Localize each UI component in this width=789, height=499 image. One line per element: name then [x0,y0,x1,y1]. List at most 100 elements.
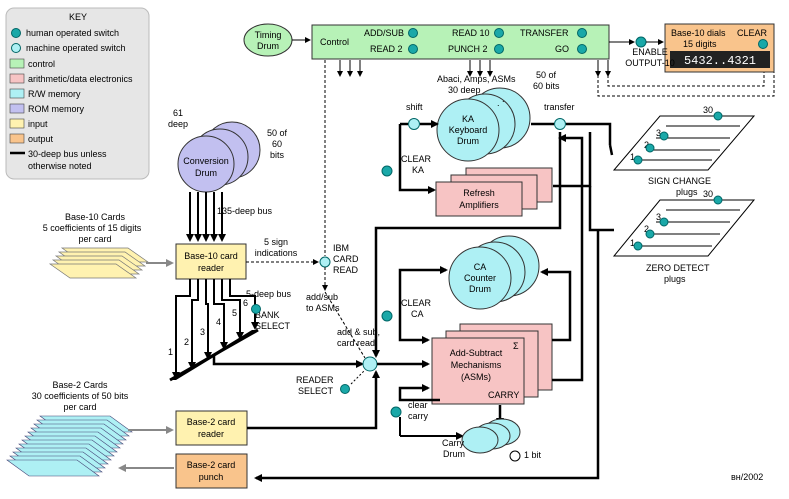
dials-label-2: 15 digits [683,39,717,49]
ka-bits-1: 50 of [536,70,557,80]
zd-label-1: ZERO DETECT [646,263,710,273]
key-swatch-arith [9,73,25,84]
reader-select-switch[interactable] [340,384,350,394]
zd-plug-3[interactable] [659,217,669,227]
base10-card-reader: Base-10 card reader [175,243,247,280]
zero-detect-plugs: 30 3 2 1 ZERO DETECT plugs [612,189,756,284]
ibm-card-read-switch [319,256,331,268]
b2reader-label-1: Base-2 card [187,417,236,427]
conv-label-2: Drum [195,168,217,178]
merge-switch [362,356,378,372]
ibm-card-read: IBM CARD READ add/sub to ASMs [306,243,359,313]
addsub-label-1: add & sub, [337,327,380,337]
key-swatch-rw [9,88,25,99]
ka-clear-label-1: CLEAR [401,154,432,164]
zd-plug-2[interactable] [645,229,655,239]
zd-plug-1[interactable] [633,241,643,251]
base10-dials: Base-10 dials 15 digits CLEAR 5432..4321 [664,23,775,73]
conv-bits-1: 50 of [267,128,288,138]
sc-plug-2[interactable] [645,143,655,153]
ka-keyboard-drum: Abaci, Amps, ASMs 30 deep 50 of 60 bits … [436,70,560,162]
sc-n3: 3 [656,128,661,138]
control-punch2: PUNCH 2 [448,44,488,54]
asm-label-3: (ASMs) [461,372,491,382]
key-swatch-rom [9,103,25,114]
punch2-switch[interactable] [494,44,504,54]
ca-clear-label-2: CA [411,309,424,319]
timing-drum: Timing Drum [243,23,293,57]
carry-drum: Carry Drum [442,418,521,459]
conv-deep-1: 61 [173,108,183,118]
sc-n1: 1 [630,152,635,162]
sc-top: 30 [703,105,713,115]
ka-bits-2: 60 bits [533,81,560,91]
bank-select-switch[interactable] [251,304,261,314]
ca-clear-label-1: CLEAR [401,298,432,308]
control-addsub: ADD/SUB [364,28,404,38]
transfer-machine-switch [554,118,566,130]
control-go: GO [555,44,569,54]
human-switch-icon [11,28,21,38]
ka-label-3: Drum [457,136,479,146]
conversion-drum: 61 deep 50 of 60 bits Conversion Drum 13… [168,108,288,216]
ca-label-3: Drum [469,284,491,294]
conv-deep-2: deep [168,119,188,129]
b2punch-label-1: Base-2 card [187,460,236,470]
enable-output: ENABLE OUTPUT-10 [625,36,675,68]
zd-label-2: plugs [664,274,686,284]
base2-card-reader: Base-2 card reader [175,410,248,446]
key-input: input [28,119,48,129]
ibm-label-4: add/sub [306,292,338,302]
dials-clear-label: CLEAR [737,28,768,38]
clear-ka-switch[interactable] [381,165,393,177]
control-unit: Control ADD/SUB READ 2 READ 10 PUNCH 2 T… [311,24,610,60]
base2-cards: Base-2 Cards 30 coefficients of 50 bits … [6,380,133,477]
dials-clear-switch[interactable] [758,39,768,49]
conv-bits-3: bits [270,150,285,160]
bank-label-1: BANK [255,310,280,320]
ka-top-label-2: 30 deep [448,85,481,95]
ka-shift-label: shift [406,102,423,112]
asm-label-2: Mechanisms [451,360,502,370]
sc-plug-1[interactable] [633,155,643,165]
enable-output-switch[interactable] [635,36,647,48]
asm-sigma: Σ [513,341,519,351]
ibm-label-1: IBM [333,243,349,253]
carrydrum-label-2: Drum [443,449,465,459]
sc-plug-30[interactable] [713,111,723,121]
conv-label-1: Conversion [183,156,229,166]
enable-label-2: OUTPUT-10 [625,58,675,68]
clearcarry-label-2: carry [408,411,428,421]
clear-ca-switch[interactable] [381,310,393,322]
clearcarry-label-1: clear [408,400,428,410]
zd-plug-30[interactable] [713,195,723,205]
transfer-switch[interactable] [577,28,587,38]
read10-switch[interactable] [494,28,504,38]
b2cards-label-3: per card [63,402,96,412]
conv-bits-2: 60 [272,139,282,149]
ca-label-1: CA [474,262,487,272]
ibm-label-3: READ [333,265,359,275]
ibm-label-2: CARD [333,254,359,264]
dials-label-1: Base-10 dials [671,28,726,38]
reader-select-label-1: READER [296,375,334,385]
key-title: KEY [69,12,87,22]
ka-dots: . [497,98,500,108]
addsub-switch[interactable] [408,28,418,38]
bank-n5: 5 [232,308,237,318]
one-bit-icon [509,450,521,462]
sign-label-2: indications [255,248,298,258]
go-switch[interactable] [577,44,587,54]
key-swatch-input [9,118,25,129]
dials-display [670,51,770,68]
zd-n1: 1 [630,238,635,248]
zd-top: 30 [703,189,713,199]
clear-carry-switch[interactable] [390,406,402,418]
sign-label-1: 5 sign [264,237,288,247]
read2-switch[interactable] [408,44,418,54]
sign-change-plugs: 30 3 2 1 SIGN CHANGE plugs [612,105,756,197]
ca-counter-drum: CA Counter Drum [448,235,540,310]
sc-plug-3[interactable] [659,131,669,141]
